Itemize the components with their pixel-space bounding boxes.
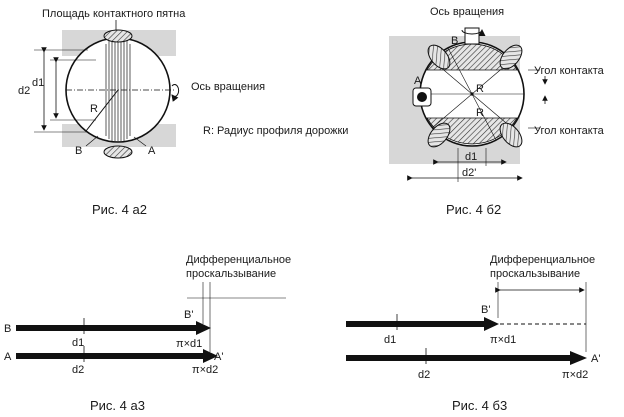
rotation-arrow-icon xyxy=(461,29,486,37)
d1-label: d1 xyxy=(32,77,44,89)
contact-spot-upper-left xyxy=(427,44,451,70)
radius-label-lower: R xyxy=(476,107,484,119)
label-a: A xyxy=(4,351,12,363)
shaft xyxy=(464,27,480,45)
contact-area-label: Площадь контактного пятна xyxy=(42,8,186,20)
rotation-arrow-icon xyxy=(171,84,180,102)
contact-spot-lower-left xyxy=(427,122,451,148)
contact-spot-lower-right xyxy=(499,122,523,148)
d2-label: d2 xyxy=(418,369,430,381)
label-leader xyxy=(85,135,99,147)
a-prime-label: A' xyxy=(591,353,600,365)
slip-title-line1: Дифференциальное xyxy=(186,254,291,266)
contact-angle-label-upper: Угол контакта xyxy=(534,65,605,77)
contact-angle-label-lower: Угол контакта xyxy=(534,125,605,137)
point-a-label: A xyxy=(148,145,156,157)
radius-line xyxy=(85,89,119,132)
slip-title-line2: проскальзывание xyxy=(490,268,580,280)
pi-d1-label: π×d1 xyxy=(176,338,202,350)
b-prime-label: B' xyxy=(184,309,193,321)
figure-a3: Дифференциальное проскальзывание B A d1 … xyxy=(4,254,291,413)
rotation-axis-label: Ось вращения xyxy=(191,81,265,93)
slip-title-line2: проскальзывание xyxy=(186,268,276,280)
point-b-label: B xyxy=(75,145,82,157)
pi-d1-label: π×d1 xyxy=(490,334,516,346)
d1-label: d1 xyxy=(384,334,396,346)
label-b: B xyxy=(4,323,11,335)
label-leader xyxy=(133,136,147,147)
radius-label: R xyxy=(90,103,98,115)
a-prime-label: A' xyxy=(214,351,223,363)
arrow-a-head xyxy=(203,349,218,363)
caption-b2: Рис. 4 б2 xyxy=(446,202,501,217)
pi-d2-label: π×d2 xyxy=(192,364,218,376)
d1-label: d1 xyxy=(465,151,477,163)
pi-d2-label: π×d2 xyxy=(562,369,588,381)
caption-a2: Рис. 4 а2 xyxy=(92,202,147,217)
radius-label-upper: R xyxy=(476,83,484,95)
contact-spot-upper-right xyxy=(499,44,523,70)
b-prime-label: B' xyxy=(481,304,490,316)
point-a-label: A xyxy=(414,75,422,87)
slip-title-line1: Дифференциальное xyxy=(490,254,595,266)
point-b-label: B xyxy=(451,35,458,47)
caption-b3: Рис. 4 б3 xyxy=(452,398,507,413)
caption-a3: Рис. 4 а3 xyxy=(90,398,145,413)
d2-label: d2' xyxy=(462,167,476,179)
raceway-radius-note: R: Радиус профиля дорожки xyxy=(203,125,348,137)
figure-a2: Площадь контактного пятна d2 d1 R B A Ос… xyxy=(18,8,348,217)
figure-b3: Дифференциальное проскальзывание B' d1 π… xyxy=(346,254,600,413)
arrow-b-head xyxy=(196,321,211,335)
d1-label: d1 xyxy=(72,337,84,349)
contact-spot-bottom xyxy=(103,145,133,159)
knob-dot-icon xyxy=(417,92,427,102)
d2-label: d2 xyxy=(72,364,84,376)
center-point xyxy=(470,92,474,96)
contact-spot-top xyxy=(103,29,133,43)
d2-label: d2 xyxy=(18,85,30,97)
rotation-axis-label: Ось вращения xyxy=(430,6,504,18)
arrow-a-head xyxy=(570,351,587,365)
figure-b2: Ось вращения B A R R Угол контакта Угол … xyxy=(389,6,605,217)
arrow-b-head xyxy=(484,317,499,331)
